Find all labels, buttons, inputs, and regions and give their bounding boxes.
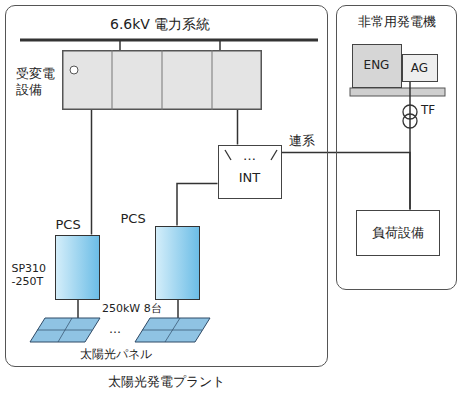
node-text: INT: [219, 170, 281, 186]
interconnect-box: … INT: [218, 145, 282, 199]
plant-region: 太陽光発電プラント受変電設備…INTPCSSP310 -250TPCS: [5, 5, 328, 367]
node-text: 負荷設備: [357, 225, 439, 241]
node-text: 非常用発電機: [337, 14, 456, 30]
node-text: 受変電設備: [16, 66, 58, 99]
dc-wire: [177, 300, 179, 318]
engine: ENG: [352, 44, 402, 88]
wire: [237, 110, 239, 145]
node-text: …: [219, 148, 281, 164]
switchgear: 受変電設備: [62, 50, 262, 110]
pcs-cabinet: PCSSP310 -250T: [55, 235, 100, 300]
solar-panel: [135, 318, 210, 342]
bus-label: 6.6kV 電力系統: [110, 16, 210, 33]
wire-label: 連系: [288, 133, 316, 149]
pcs-cabinet: PCS: [155, 226, 200, 300]
ellipsis: …: [109, 322, 121, 336]
node-text: PCS: [56, 217, 81, 233]
node-text: ENG: [353, 58, 401, 73]
capacity-note: 250kW 8台: [102, 302, 162, 315]
solar-panel: [30, 318, 100, 342]
load-box: 負荷設備: [356, 210, 440, 256]
wire: [91, 110, 93, 235]
node-text: 太陽光発電プラント: [6, 374, 327, 390]
dc-wire: [77, 300, 79, 318]
panel-label: 太陽光パネル: [80, 347, 152, 361]
switchgear-cabinet: [62, 50, 262, 110]
bus-tap: [119, 40, 121, 50]
wire: [282, 153, 411, 210]
wire: [409, 82, 411, 210]
power-bus: [20, 39, 318, 42]
node-text: AG: [403, 61, 437, 76]
bus-tap: [219, 40, 221, 50]
wire: [177, 184, 218, 226]
engine-base: [350, 88, 445, 96]
node-text: SP310 -250T: [12, 262, 54, 290]
transformer-label: TF: [421, 103, 435, 117]
node-text: PCS: [121, 211, 146, 227]
generator: AG: [402, 54, 438, 82]
generator-region: 非常用発電機 ENGAG 負荷設備: [336, 5, 457, 290]
